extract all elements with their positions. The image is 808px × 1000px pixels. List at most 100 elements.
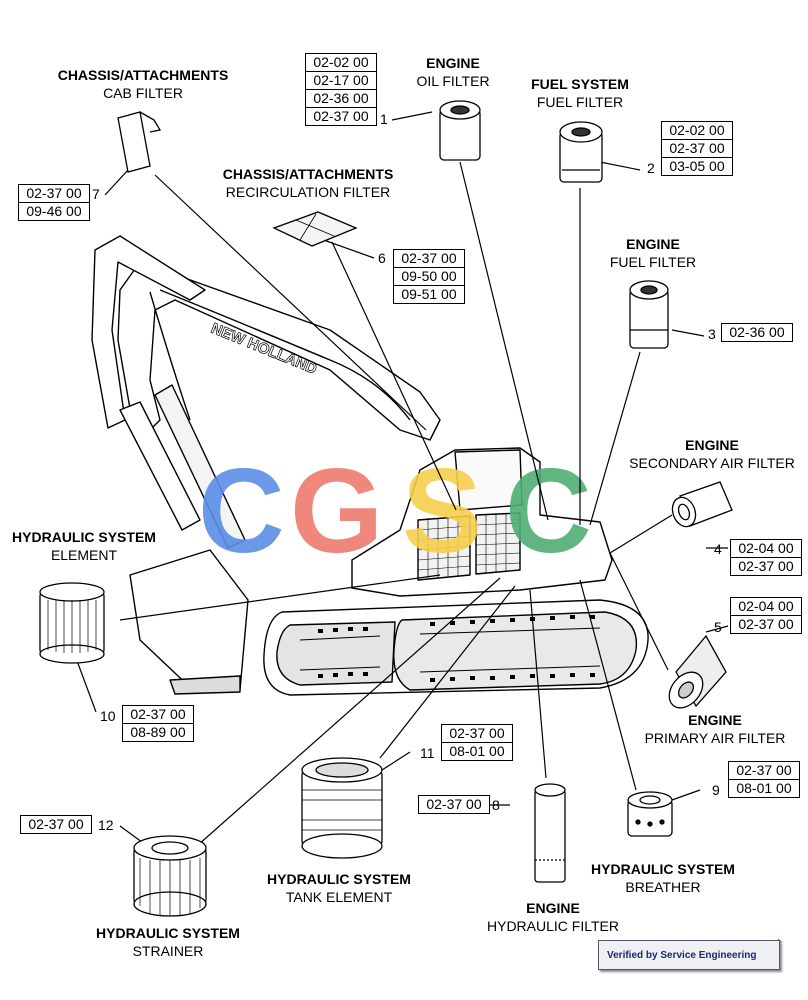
part-12-codes: 02-37 00 bbox=[20, 815, 92, 834]
part-12-number: 12 bbox=[98, 817, 114, 833]
part-9-title: HYDRAULIC SYSTEM bbox=[591, 861, 735, 877]
code-cell: 09-46 00 bbox=[19, 202, 89, 220]
code-cell: 09-50 00 bbox=[394, 267, 464, 285]
part-1-codes: 02-02 00 02-17 00 02-36 00 02-37 00 bbox=[305, 53, 377, 126]
part-5-number: 5 bbox=[714, 619, 722, 635]
part-6-codes: 02-37 00 09-50 00 09-51 00 bbox=[393, 249, 465, 304]
code-cell: 09-51 00 bbox=[394, 285, 464, 303]
part-5-subtitle: PRIMARY AIR FILTER bbox=[644, 730, 786, 746]
strainer-icon bbox=[133, 835, 207, 917]
code-cell: 02-37 00 bbox=[731, 557, 801, 575]
part-11-codes: 02-37 00 08-01 00 bbox=[441, 724, 513, 761]
code-cell: 02-36 00 bbox=[729, 324, 785, 340]
part-8-number: 8 bbox=[492, 797, 500, 813]
code-cell: 02-37 00 bbox=[662, 139, 732, 157]
part-9-label: HYDRAULIC SYSTEM BREATHER bbox=[582, 860, 744, 896]
part-7-label: CHASSIS/ATTACHMENTS CAB FILTER bbox=[48, 66, 238, 102]
code-cell: 02-37 00 bbox=[26, 185, 82, 201]
oil-filter-icon bbox=[439, 100, 481, 161]
part-5-label: ENGINE PRIMARY AIR FILTER bbox=[640, 711, 790, 747]
code-cell: 02-37 00 bbox=[306, 107, 376, 125]
part-3-label: ENGINE FUEL FILTER bbox=[595, 235, 711, 271]
code-cell: 02-37 00 bbox=[736, 762, 792, 778]
part-10-subtitle: ELEMENT bbox=[50, 547, 118, 563]
part-2-label: FUEL SYSTEM FUEL FILTER bbox=[520, 75, 640, 111]
watermark-letter-c1: C bbox=[198, 444, 285, 578]
code-cell: 02-37 00 bbox=[130, 706, 186, 722]
part-8-label: ENGINE HYDRAULIC FILTER bbox=[478, 899, 628, 935]
part-drawings bbox=[39, 100, 733, 917]
part-2-subtitle: FUEL FILTER bbox=[536, 94, 624, 110]
part-2-codes: 02-02 00 02-37 00 03-05 00 bbox=[661, 121, 733, 176]
code-cell: 02-02 00 bbox=[669, 122, 725, 138]
part-7-number: 7 bbox=[92, 186, 100, 202]
part-9-subtitle: BREATHER bbox=[625, 879, 701, 895]
part-6-subtitle: RECIRCULATION FILTER bbox=[225, 184, 391, 200]
part-4-number: 4 bbox=[714, 541, 722, 557]
watermark-letter-c2: C bbox=[505, 444, 592, 578]
part-1-label: ENGINE OIL FILTER bbox=[400, 54, 506, 90]
code-cell: 03-05 00 bbox=[662, 157, 732, 175]
part-1-subtitle: OIL FILTER bbox=[416, 73, 490, 89]
part-8-subtitle: HYDRAULIC FILTER bbox=[487, 918, 619, 934]
part-6-title: CHASSIS/ATTACHMENTS bbox=[222, 166, 394, 182]
part-10-codes: 02-37 00 08-89 00 bbox=[122, 705, 194, 742]
cab-filter-icon bbox=[117, 111, 162, 173]
primary-air-filter-icon bbox=[668, 634, 727, 709]
part-4-title: ENGINE bbox=[685, 437, 739, 453]
watermark-letter-g: G bbox=[290, 444, 383, 578]
code-cell: 02-37 00 bbox=[401, 250, 457, 266]
part-12-subtitle: STRAINER bbox=[132, 943, 204, 959]
part-7-subtitle: CAB FILTER bbox=[103, 85, 183, 101]
code-cell: 02-04 00 bbox=[738, 598, 794, 614]
hydraulic-filter-icon bbox=[534, 783, 566, 883]
watermark: C G S C bbox=[198, 444, 592, 578]
part-10-number: 10 bbox=[100, 708, 116, 724]
code-cell: 08-01 00 bbox=[442, 742, 512, 760]
part-4-label: ENGINE SECONDARY AIR FILTER bbox=[625, 436, 799, 472]
code-cell: 02-36 00 bbox=[306, 89, 376, 107]
excavator-drawing: NEW HOLLAND bbox=[91, 235, 649, 696]
part-9-number: 9 bbox=[712, 782, 720, 798]
code-cell: 02-37 00 bbox=[426, 796, 482, 812]
part-6-label: CHASSIS/ATTACHMENTS RECIRCULATION FILTER bbox=[215, 165, 401, 201]
part-2-title: FUEL SYSTEM bbox=[531, 76, 629, 92]
part-9-codes: 02-37 00 08-01 00 bbox=[728, 761, 800, 798]
part-8-codes: 02-37 00 bbox=[418, 795, 490, 814]
breather-icon bbox=[627, 791, 673, 837]
watermark-letter-s: S bbox=[402, 444, 482, 578]
part-3-number: 3 bbox=[708, 326, 716, 342]
part-4-subtitle: SECONDARY AIR FILTER bbox=[629, 455, 795, 471]
part-1-number: 1 bbox=[380, 111, 388, 127]
leader-lines bbox=[72, 111, 729, 849]
part-6-number: 6 bbox=[378, 250, 386, 266]
tank-element-icon bbox=[301, 757, 383, 859]
part-3-title: ENGINE bbox=[626, 236, 680, 252]
engine-fuel-filter-icon bbox=[629, 280, 669, 349]
code-cell: 02-17 00 bbox=[306, 71, 376, 89]
code-cell: 02-37 00 bbox=[731, 615, 801, 633]
part-4-codes: 02-04 00 02-37 00 bbox=[730, 539, 802, 576]
fuel-filter-icon bbox=[559, 121, 603, 183]
part-5-title: ENGINE bbox=[688, 712, 742, 728]
part-7-codes: 02-37 00 09-46 00 bbox=[18, 184, 90, 221]
code-cell: 08-89 00 bbox=[123, 723, 193, 741]
code-cell: 02-04 00 bbox=[738, 540, 794, 556]
part-11-number: 11 bbox=[420, 745, 435, 761]
code-cell: 02-02 00 bbox=[313, 54, 369, 70]
code-cell: 02-37 00 bbox=[449, 725, 505, 741]
part-11-label: HYDRAULIC SYSTEM TANK ELEMENT bbox=[262, 870, 416, 906]
part-11-subtitle: TANK ELEMENT bbox=[285, 889, 393, 905]
part-12-title: HYDRAULIC SYSTEM bbox=[96, 925, 240, 941]
code-cell: 08-01 00 bbox=[729, 779, 799, 797]
verified-badge: Verified by Service Engineering bbox=[598, 940, 780, 970]
secondary-air-filter-icon bbox=[671, 481, 733, 528]
part-1-title: ENGINE bbox=[426, 55, 480, 71]
code-cell: 02-37 00 bbox=[28, 816, 84, 832]
element-icon bbox=[39, 582, 105, 664]
part-2-number: 2 bbox=[647, 160, 655, 176]
part-10-title: HYDRAULIC SYSTEM bbox=[12, 529, 156, 545]
part-11-title: HYDRAULIC SYSTEM bbox=[267, 871, 411, 887]
